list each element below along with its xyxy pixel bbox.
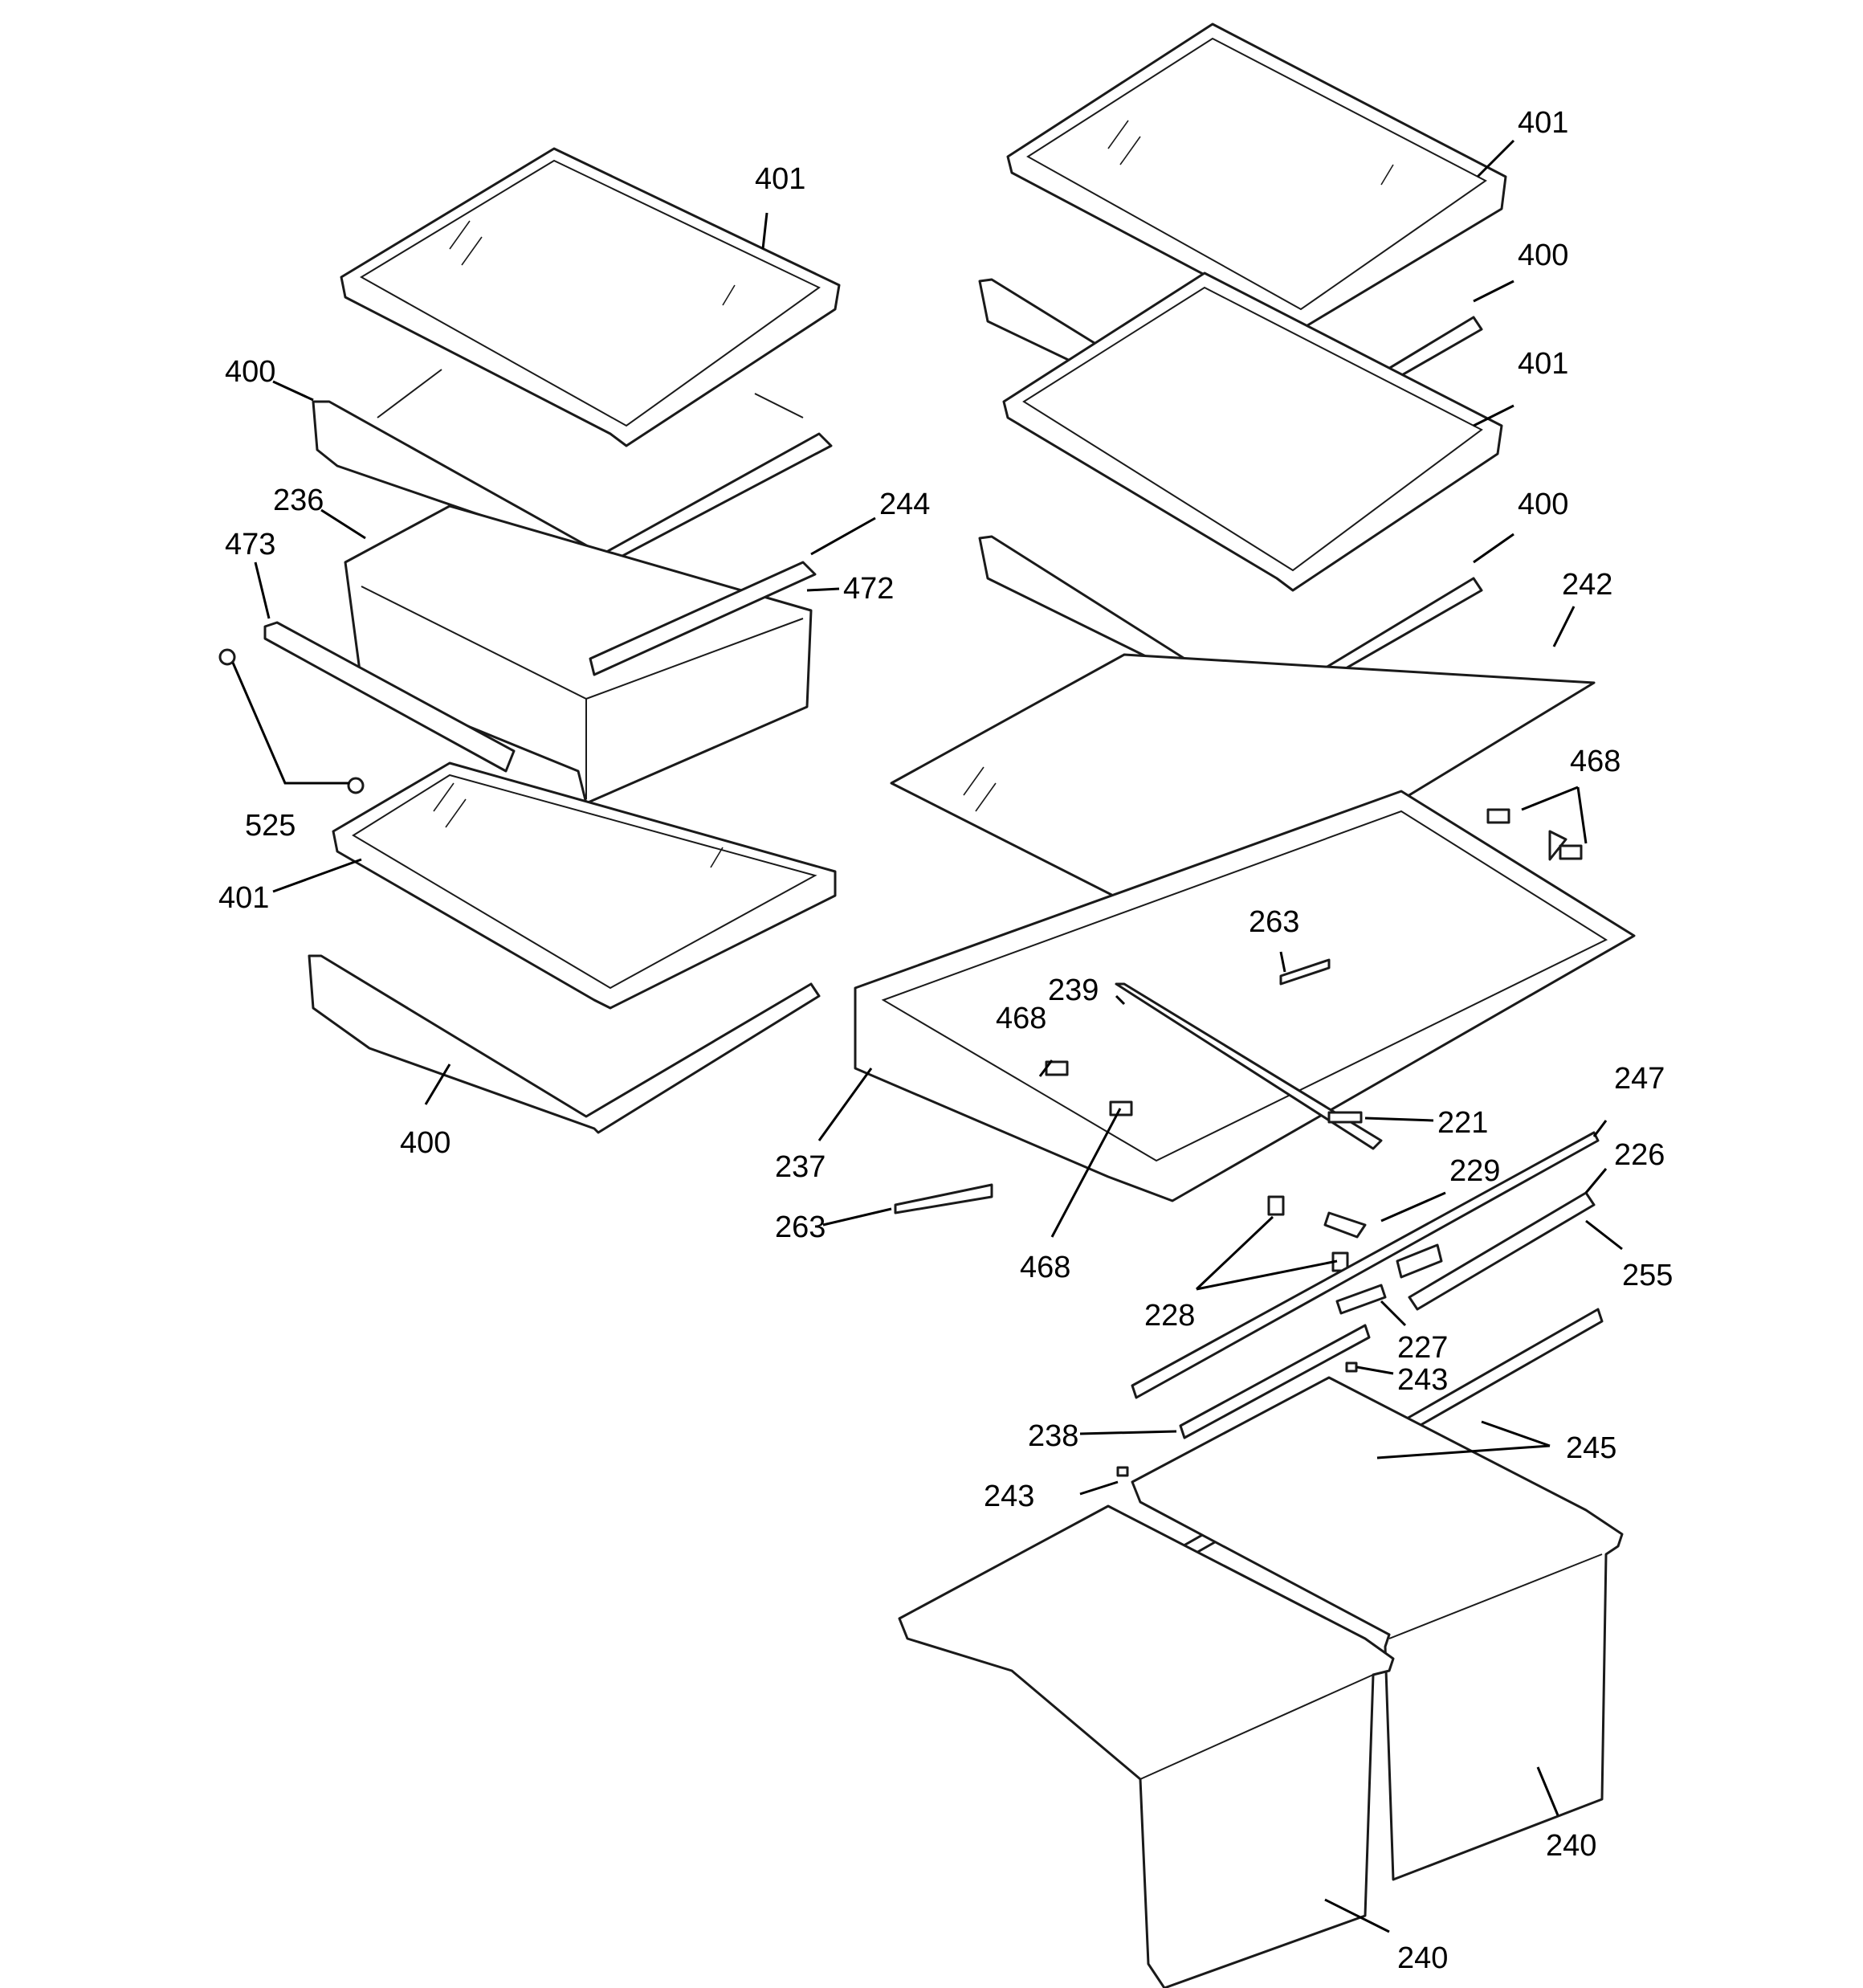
right-mid-glass-shelf — [1002, 271, 1503, 592]
right-shelf-frame-mid — [978, 535, 1483, 716]
callout-400: 400 — [1518, 488, 1568, 521]
callout-401: 401 — [218, 881, 269, 915]
callout-240: 240 — [1397, 1941, 1448, 1975]
callout-236: 236 — [273, 484, 324, 517]
callout-255: 255 — [1622, 1259, 1673, 1292]
right-top-glass-shelf — [1006, 22, 1507, 331]
callout-221: 221 — [1437, 1106, 1488, 1140]
right-crisper-pan — [1131, 1376, 1624, 1881]
humidity-control-parts — [1115, 982, 1443, 1315]
callout-400: 400 — [225, 355, 275, 389]
callout-243: 243 — [1397, 1363, 1448, 1397]
callout-237: 237 — [775, 1150, 826, 1184]
callout-243: 243 — [984, 1480, 1034, 1513]
right-shelf-frame-top — [978, 278, 1483, 455]
callout-468: 468 — [1570, 745, 1620, 778]
callout-240: 240 — [1546, 1829, 1596, 1863]
callout-242: 242 — [1562, 568, 1612, 602]
clips-468 — [1045, 808, 1583, 1116]
callout-245: 245 — [1566, 1431, 1616, 1465]
left-top-glass-shelf — [340, 147, 841, 447]
left-lower-glass-shelf — [332, 761, 837, 1010]
left-crisper-pan-lower — [898, 1504, 1395, 1988]
callout-400: 400 — [400, 1126, 450, 1160]
slide-rails-263 — [894, 958, 1331, 1214]
callout-229: 229 — [1449, 1154, 1500, 1188]
left-shelf-frame-upper — [312, 369, 833, 564]
callout-226: 226 — [1614, 1138, 1665, 1172]
callout-263: 263 — [1249, 905, 1299, 939]
callout-227: 227 — [1397, 1331, 1448, 1365]
callout-247: 247 — [1614, 1062, 1665, 1096]
left-screws — [218, 648, 365, 794]
callout-401: 401 — [1518, 106, 1568, 140]
callout-labels: 401 400 236 244 473 472 525 401 400 401 … — [218, 106, 1673, 1975]
vent-strip-238 — [1179, 1324, 1371, 1439]
crisper-cover-frame — [854, 790, 1636, 1202]
vent-strip-255 — [1408, 1191, 1596, 1311]
callout-468: 468 — [1020, 1251, 1070, 1284]
callout-401: 401 — [1518, 347, 1568, 381]
callout-401: 401 — [755, 162, 805, 196]
callout-238: 238 — [1028, 1419, 1078, 1453]
rail-247 — [1131, 1131, 1600, 1399]
left-front-rail — [263, 621, 516, 773]
callout-228: 228 — [1144, 1299, 1195, 1333]
left-crisper-pan — [344, 504, 817, 805]
callout-244: 244 — [879, 488, 930, 521]
left-shelf-frame-lower — [308, 954, 821, 1134]
callout-472: 472 — [843, 572, 894, 606]
callout-468: 468 — [996, 1002, 1046, 1035]
callout-473: 473 — [225, 528, 275, 561]
leader-lines — [231, 139, 1623, 1933]
callout-263: 263 — [775, 1210, 826, 1244]
crisper-glass-cover — [890, 653, 1596, 933]
pads-243 — [1116, 1361, 1358, 1477]
callout-239: 239 — [1048, 974, 1099, 1007]
callout-525: 525 — [245, 809, 296, 843]
callout-400: 400 — [1518, 239, 1568, 272]
